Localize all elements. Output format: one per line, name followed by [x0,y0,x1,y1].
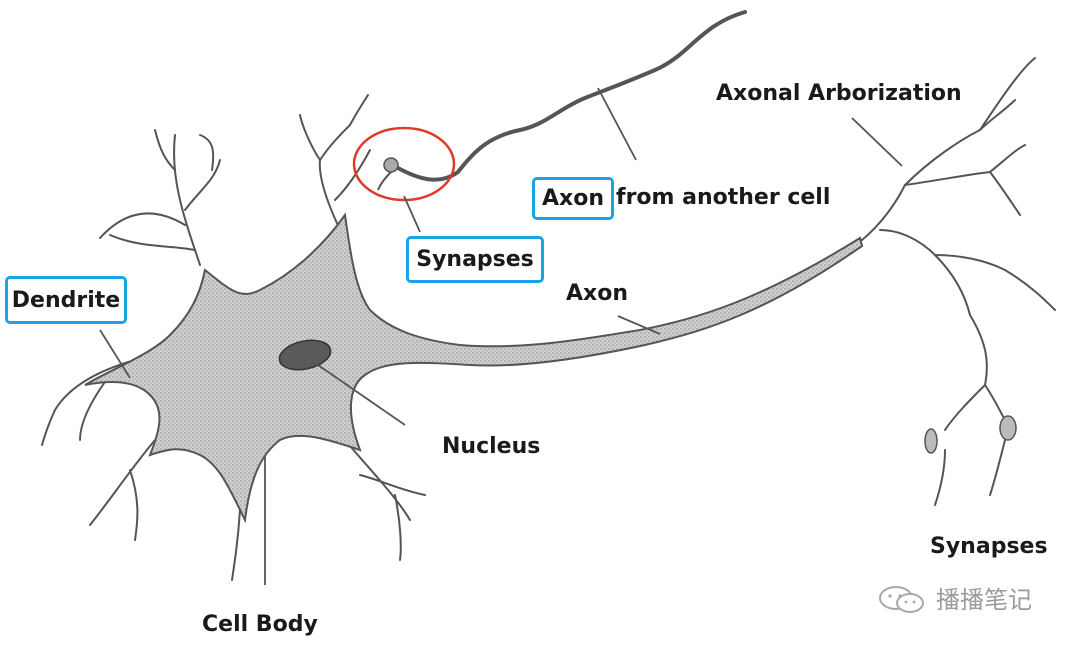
cell-body [84,212,864,524]
synapse-terminal-left [924,428,938,454]
watermark-text: 播播笔记 [936,586,1032,614]
label-axonal-arborization: Axonal Arborization [716,81,962,106]
label-synapses-top: Synapses [416,247,534,272]
label-axon: Axon [566,281,628,306]
label-axon-from-another-cell-suffix: from another cell [616,185,831,210]
label-dendrite-box: Dendrite [5,276,127,324]
label-synapses-right: Synapses [930,534,1048,559]
axon-from-another-cell [396,10,747,182]
label-axon-from-another-cell-prefix: Axon [542,186,604,211]
label-synapses-top-box: Synapses [406,236,544,283]
wechat-icon [879,586,924,613]
label-axon-highlight-box: Axon [532,177,614,220]
synapse-terminal-right [999,415,1017,441]
nucleus-shape [278,339,332,371]
synapse-bouton [383,157,399,173]
synapse-highlight-circle [352,126,456,202]
axon-terminals [861,57,1056,506]
label-nucleus: Nucleus [442,434,541,459]
label-cell-body: Cell Body [202,612,318,637]
leader-lines [99,87,903,585]
label-dendrite: Dendrite [11,288,121,313]
bouton-branch [377,171,392,191]
